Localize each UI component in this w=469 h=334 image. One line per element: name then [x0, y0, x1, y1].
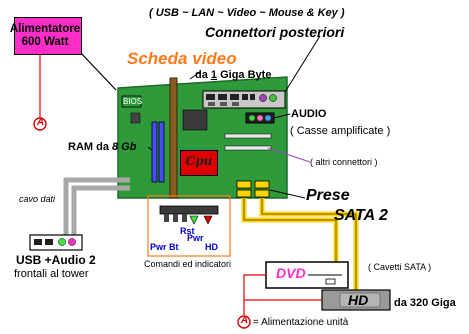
- video-card-size-unit: Giga Byte: [217, 69, 272, 81]
- ram-slot-2: [158, 121, 165, 183]
- sata-port-2: [254, 180, 270, 189]
- ram-label-prefix: RAM da: [68, 141, 112, 153]
- power-marker-psu: [33, 117, 47, 131]
- ports-list: ( USB ~ LAN ~ Video ~ Mouse & Key ): [149, 7, 345, 19]
- sata-port-4: [254, 189, 270, 198]
- hd-capacity: da 320 Giga: [394, 297, 456, 309]
- usb-front-subtitle: frontali al tower: [14, 268, 89, 280]
- audio-jack-pink: [257, 115, 263, 121]
- bios-label: BIOS: [123, 97, 143, 106]
- usb-port-a: [208, 102, 215, 106]
- sata-cable-dvd: [241, 198, 339, 262]
- ps2-port-purple: [259, 94, 267, 102]
- data-cable-2: [71, 185, 130, 235]
- rear-port-1: [206, 94, 215, 100]
- power-marker-legend: [237, 315, 251, 329]
- other-connectors-pointer: [267, 147, 311, 163]
- power-supply: [14, 17, 82, 55]
- cpu-label: Cpu: [185, 154, 213, 168]
- hd-led-label: HD: [205, 242, 218, 252]
- sata-port-1: [236, 180, 252, 189]
- audio-jack-blue: [265, 115, 271, 121]
- power-supply-label: Alimentatore 600 Watt: [6, 23, 84, 49]
- rear-port-2: [218, 94, 227, 100]
- sata-title-line1: Prese: [306, 187, 350, 204]
- usb-port-b: [220, 102, 227, 106]
- hd-drive-inner: [339, 292, 381, 308]
- rear-connectors-title: Connettori posteriori: [205, 24, 345, 40]
- drive-power-wire: [243, 274, 266, 315]
- cpu: [180, 150, 218, 176]
- dvd-label: DVD: [276, 265, 306, 281]
- video-card-size-value: 1: [210, 69, 218, 81]
- power-marker-legend-letter: A: [240, 315, 249, 326]
- audio-subtitle: ( Casse amplificate ): [290, 125, 391, 137]
- psu-to-board-arrow: [79, 51, 117, 91]
- ram-label: RAM da 8 Gb: [68, 141, 136, 153]
- power-button-label: Pwr Bt: [150, 242, 179, 252]
- sata-cable-hd-outline: [261, 198, 357, 290]
- ram-size: 8 Gb: [112, 141, 137, 153]
- expansion-slot-1: [224, 133, 272, 139]
- sata-cable-dvd-outline: [243, 198, 337, 262]
- data-cable: [63, 177, 130, 235]
- pwr-led: [189, 215, 199, 225]
- audio-title: AUDIO: [291, 108, 327, 120]
- hd-label: HD: [348, 292, 369, 308]
- ps2-port-green: [269, 94, 277, 102]
- ram-pointer: [147, 146, 153, 151]
- sata-cables-note: ( Cavetti SATA ): [368, 262, 432, 272]
- video-card-size: da 1 Giga Byte: [195, 69, 271, 81]
- pin-3: [182, 214, 187, 222]
- power-led-label: Pwr: [187, 233, 204, 243]
- usb-front-port-2: [45, 239, 53, 245]
- power-supply-wattage: 600 Watt: [21, 36, 69, 48]
- rear-port-4: [242, 94, 248, 100]
- expansion-slot-2: [224, 145, 272, 151]
- small-chip: [130, 112, 141, 124]
- pin-2: [173, 214, 178, 222]
- hd-led: [203, 215, 213, 225]
- chipset: [182, 109, 208, 131]
- audio-jack-green: [249, 115, 255, 121]
- video-size-pointer: [189, 71, 201, 80]
- front-panel-header: [159, 205, 219, 215]
- front-panel-frame: [147, 195, 231, 257]
- other-connectors-label: ( altri connettori ): [310, 157, 378, 167]
- power-supply-title: Alimentatore: [9, 23, 81, 35]
- usb-front-title: USB +Audio 2: [16, 253, 96, 267]
- usb-front-port-1: [34, 239, 42, 245]
- rear-port-5: [250, 94, 255, 100]
- bios-chip: [121, 95, 142, 108]
- power-legend-text: = Alimentazione unità: [253, 317, 349, 328]
- ram-slot-1: [151, 121, 158, 183]
- usb-port-c: [232, 102, 239, 106]
- rear-connectors-pointer: [284, 35, 321, 93]
- video-card-slot: [169, 77, 178, 199]
- reset-label: Rst: [180, 226, 195, 236]
- sata-pointer: [269, 189, 306, 199]
- usb-front-jack-pink: [68, 238, 76, 246]
- pin-1: [164, 214, 169, 222]
- power-marker-psu-letter: A: [36, 117, 45, 128]
- video-card-title: Scheda video: [127, 49, 237, 68]
- usb-front-panel: [29, 234, 83, 251]
- video-card-size-prefix: da: [195, 69, 211, 81]
- sata-port-3: [236, 189, 252, 198]
- front-panel-caption: Comandi ed indicatori: [144, 259, 232, 269]
- sata-title-line2: SATA 2: [334, 207, 388, 224]
- rear-port-3: [230, 94, 239, 100]
- data-cable-label: cavo dati: [19, 194, 56, 204]
- usb-front-jack-green: [58, 238, 66, 246]
- audio-pointer: [273, 113, 291, 119]
- dvd-button: [325, 278, 336, 285]
